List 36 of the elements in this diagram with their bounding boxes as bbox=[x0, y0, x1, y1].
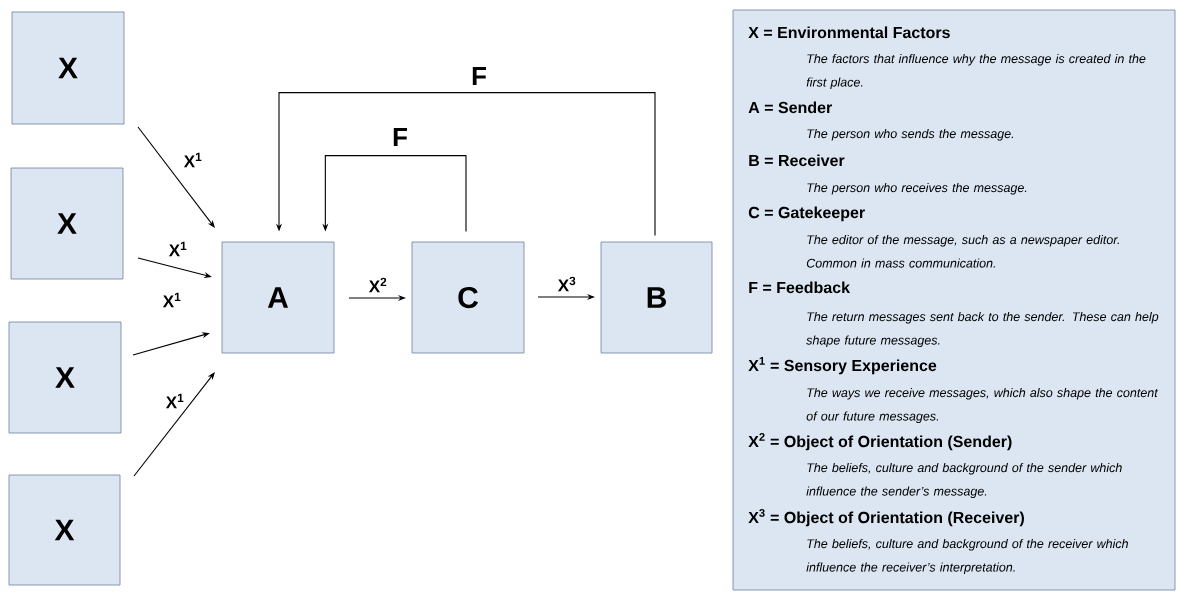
edge-label: X$^{1}$ bbox=[164, 392, 186, 410]
legend-heading: X$^{1}$ = Sensory Experience bbox=[748, 357, 937, 375]
legend-description: The factors that influence why the message is created in the first place. bbox=[806, 53, 1146, 90]
legend-description: The ways we receive messages, which also shape the content of our future messages. bbox=[806, 387, 1159, 424]
letter-box: X bbox=[8, 474, 121, 586]
legend-description: The return messages sent back to the sender. These can help shape future messages. bbox=[806, 311, 1159, 348]
legend-heading: B = Receiver bbox=[749, 154, 845, 167]
edge-label: X$^{2}$ bbox=[367, 276, 389, 294]
letter-box: A bbox=[221, 241, 335, 354]
edge-label: F bbox=[391, 127, 409, 147]
edge-label: X$^{1}$ bbox=[182, 151, 204, 169]
legend-description: The beliefs, culture and background of the sender which influence the sender’s message. bbox=[806, 462, 1122, 499]
legend-description: The person who receives the message. bbox=[807, 182, 1027, 195]
legend-heading: X$^{3}$ = Object of Orientation (Receiver) bbox=[748, 508, 1024, 527]
arrow bbox=[137, 126, 215, 228]
arrow bbox=[137, 257, 212, 278]
letter-box: B bbox=[600, 241, 713, 354]
legend-description: The beliefs, culture and background of the receiver which influence the receiver’s interpretation. bbox=[806, 538, 1128, 575]
edge-label: F bbox=[470, 66, 488, 86]
legend-description: The person who sends the message. bbox=[807, 128, 1014, 141]
arrow bbox=[132, 332, 210, 356]
legend-heading: A = Sender bbox=[748, 101, 832, 114]
legend-heading: F = Feedback bbox=[749, 281, 851, 294]
legend-heading: X$^{2}$ = Object of Orientation (Sender) bbox=[748, 432, 1012, 451]
legend-heading: X = Environmental Factors bbox=[748, 26, 950, 39]
edge-label: X$^{1}$ bbox=[161, 291, 183, 309]
letter-box: C bbox=[411, 241, 525, 354]
edge-label: X$^{3}$ bbox=[556, 275, 578, 293]
edge-label: X$^{1}$ bbox=[167, 240, 189, 258]
legend-heading: C = Gatekeeper bbox=[748, 206, 865, 222]
legend-panel bbox=[732, 9, 1176, 591]
legend-description: The editor of the message, such as a newspaper editor. Common in mass communication. bbox=[806, 234, 1119, 268]
arrow bbox=[133, 372, 215, 477]
letter-box: X bbox=[10, 167, 124, 280]
letter-box: X bbox=[11, 11, 125, 125]
letter-box: X bbox=[8, 321, 122, 434]
